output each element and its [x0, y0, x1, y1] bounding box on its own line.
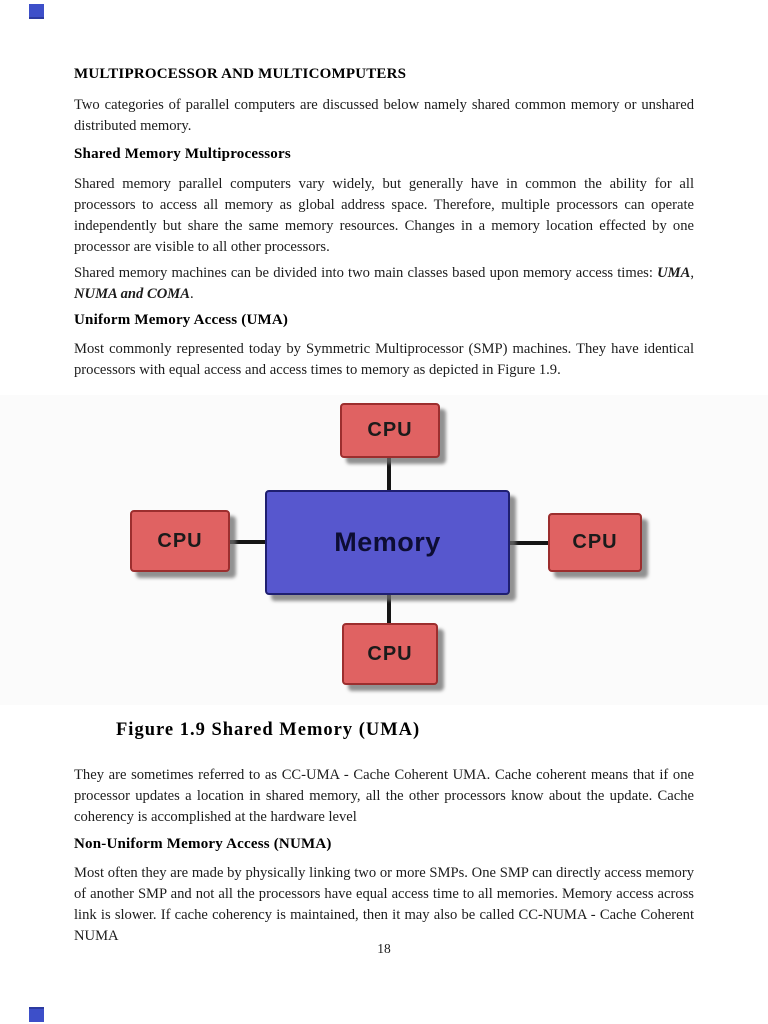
heading-shared-memory-multiprocessors: Shared Memory Multiprocessors — [74, 146, 291, 162]
paragraph-numa: Most often they are made by physically l… — [74, 865, 694, 944]
paragraph-cc-uma: They are sometimes referred to as CC-UMA… — [74, 767, 694, 825]
cpu-box-bottom: CPU — [342, 623, 438, 685]
term-separator: , — [690, 265, 694, 281]
connector-left-cpu-memory — [230, 540, 265, 544]
paragraph-uma: Most commonly represented today by Symme… — [74, 341, 694, 378]
term-numa-coma: NUMA and COMA — [74, 285, 190, 302]
cpu-box-right: CPU — [548, 513, 642, 572]
cpu-box-left: CPU — [130, 510, 230, 572]
page-number: 18 — [377, 941, 391, 956]
heading-non-uniform-memory-access: Non-Uniform Memory Access (NUMA) — [74, 836, 332, 852]
cpu-box-top-label: CPU — [367, 419, 413, 441]
paragraph-shared-memory: Shared memory parallel computers vary wi… — [74, 176, 694, 255]
paragraph-memory-classes-end: . — [189, 285, 194, 302]
page-corner-marker-top — [29, 4, 44, 19]
cpu-box-bottom-label: CPU — [367, 642, 413, 665]
connector-right-cpu-memory — [510, 541, 548, 545]
memory-box: Memory — [265, 490, 510, 595]
paragraph-memory-classes-lead: Shared memory machines can be divided in… — [74, 265, 658, 281]
memory-box-label: Memory — [334, 527, 441, 557]
heading-uniform-memory-access: Uniform Memory Access (UMA) — [74, 312, 289, 328]
connector-bottom-cpu-memory — [387, 595, 391, 623]
cpu-box-left-label: CPU — [157, 529, 203, 552]
paragraph-memory-classes: Shared memory machines can be divided in… — [74, 263, 694, 305]
cpu-box-top: CPU — [340, 403, 440, 458]
connector-top-cpu-memory — [387, 458, 391, 490]
cpu-box-right-label: CPU — [572, 531, 618, 553]
uma-architecture-diagram: CPU CPU Memory CPU CPU — [0, 395, 768, 705]
paragraph-intro: Two categories of parallel computers are… — [74, 97, 694, 134]
page-corner-marker-bottom — [29, 1007, 44, 1022]
figure-caption: Figure 1.9 Shared Memory (UMA) — [116, 720, 421, 740]
section-title-multiprocessor: MULTIPROCESSOR AND MULTICOMPUTERS — [74, 66, 407, 82]
term-uma: UMA — [657, 265, 691, 281]
